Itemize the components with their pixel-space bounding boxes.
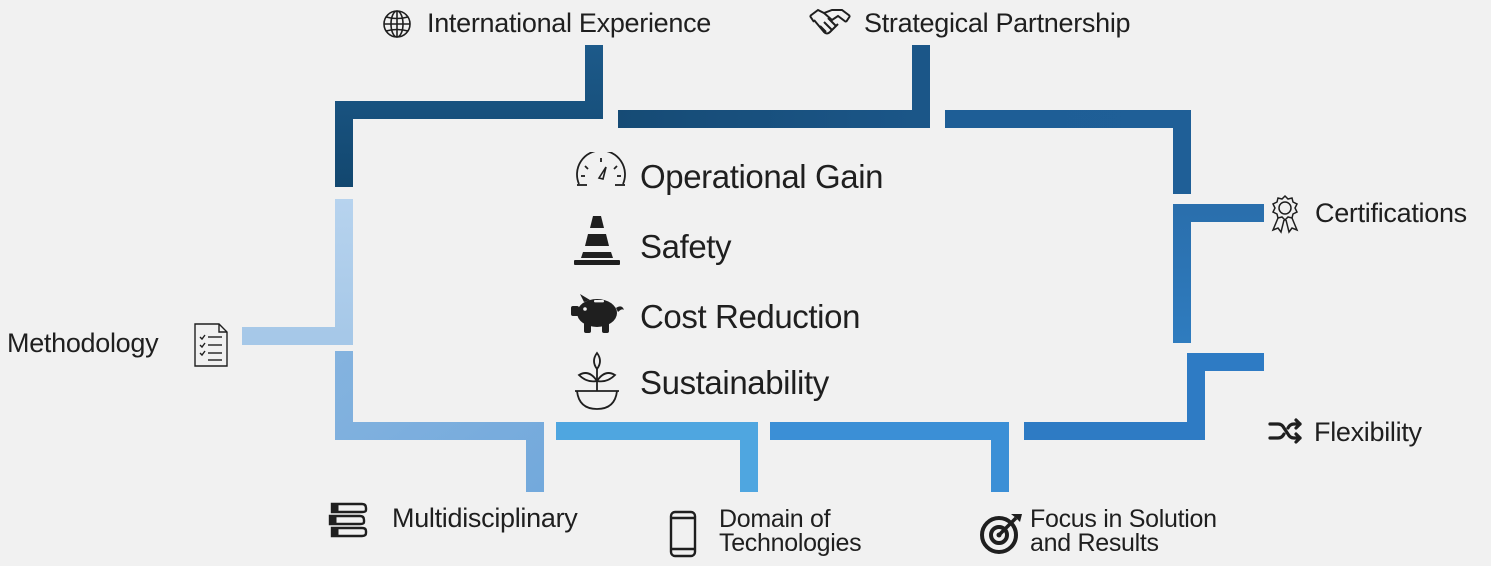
label-strategical-partnership: Strategical Partnership xyxy=(864,8,1131,38)
center-operational-gain: Operational Gain xyxy=(640,158,884,195)
label-multidisciplinary: Multidisciplinary xyxy=(392,503,578,533)
label-flexibility: Flexibility xyxy=(1314,417,1422,447)
center-safety: Safety xyxy=(640,228,732,265)
handshake-icon xyxy=(809,8,851,35)
label-methodology: Methodology xyxy=(7,328,159,358)
globe-icon xyxy=(383,10,411,38)
sprout-bowl-icon xyxy=(575,351,619,410)
smartphone-icon xyxy=(669,510,697,558)
label-domain-line2: Technologies xyxy=(719,528,862,557)
center-sustainability: Sustainability xyxy=(640,364,829,401)
award-ribbon-icon xyxy=(1271,194,1299,234)
connector-top-middle xyxy=(618,45,930,128)
label-focus-in-solution: Focus in Solution and Results xyxy=(1030,505,1270,557)
center-cost-reduction: Cost Reduction xyxy=(640,298,861,335)
connector-left-lower xyxy=(335,351,544,492)
label-domain-of-technologies: Domain of Technologies xyxy=(719,505,919,557)
piggy-bank-icon xyxy=(571,294,624,333)
target-icon xyxy=(980,514,1022,554)
label-domain-line1: Domain of xyxy=(719,505,831,533)
label-certifications: Certifications xyxy=(1315,198,1467,228)
connector-top-left xyxy=(335,45,603,187)
label-international-experience: International Experience xyxy=(427,8,711,38)
checklist-document-icon xyxy=(194,323,228,367)
label-focus-line2: and Results xyxy=(1030,528,1159,557)
connector-top-right xyxy=(945,110,1191,194)
traffic-cone-icon xyxy=(574,216,620,265)
connector-right-upper xyxy=(1173,204,1264,343)
connector-bottom-focus xyxy=(770,422,1009,492)
speedometer-icon xyxy=(576,152,626,186)
connector-right-lower xyxy=(1024,353,1264,440)
shuffle-icon xyxy=(1268,418,1302,444)
books-stack-icon xyxy=(328,502,368,538)
connector-bottom-domain xyxy=(556,422,758,492)
connector-left-upper xyxy=(242,199,353,345)
label-focus-line1: Focus in Solution xyxy=(1030,505,1217,533)
